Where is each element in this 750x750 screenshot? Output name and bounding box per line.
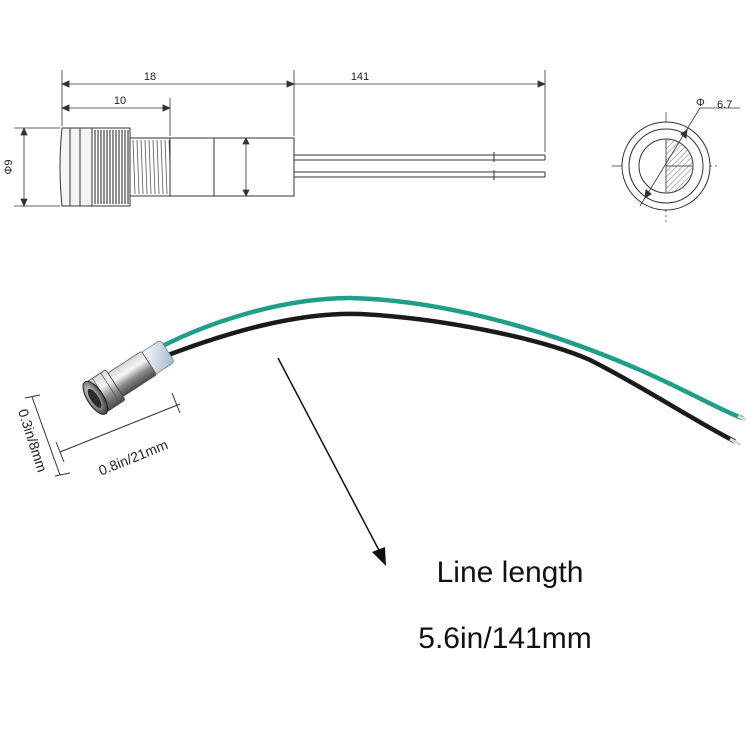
dim-18-label: 18	[144, 71, 156, 83]
dim-141-lines	[294, 70, 547, 152]
thread-line	[140, 139, 144, 195]
thread-line	[152, 139, 156, 195]
rear-sleeve-shape	[169, 137, 295, 197]
front-lens	[87, 388, 102, 408]
photo-dim-lines	[24, 392, 181, 477]
photo-length-label: 0.8in/21mm	[96, 436, 170, 478]
thread-line	[164, 139, 168, 195]
line-length-arrow	[277, 357, 386, 566]
thread-line	[136, 139, 140, 195]
drawing-wires	[294, 152, 546, 180]
thread-line	[148, 139, 152, 195]
led-body	[82, 340, 174, 415]
caption-line-length-value: 5.6in/141mm	[418, 622, 591, 655]
knurled-nut-shape	[91, 127, 131, 207]
dim-141-label: 141	[351, 71, 369, 83]
dim-phi9-lines	[14, 126, 60, 208]
lens-diameter-label: 6.7	[717, 99, 732, 111]
thread-line	[144, 139, 148, 195]
front-cap-shape	[59, 127, 93, 207]
dim-sleeve-height-lines	[240, 137, 252, 197]
dim-10-lines	[60, 98, 172, 136]
black-wire-tip	[729, 437, 742, 447]
thread-line	[156, 139, 160, 195]
dim-18-lines	[60, 70, 296, 136]
dim-phi9-label: Φ9	[3, 160, 15, 175]
green-wire	[137, 295, 745, 421]
thread-line	[132, 139, 136, 195]
threaded-body-shape	[129, 137, 172, 197]
dim-10-label: 10	[114, 95, 126, 107]
side-view-drawing	[14, 70, 547, 208]
lens-diameter-symbol: Φ	[696, 97, 705, 109]
green-wire-tip	[737, 414, 747, 422]
black-wire	[142, 311, 737, 444]
caption-line-length: Line length	[437, 556, 584, 589]
front-view-drawing	[612, 107, 740, 222]
led-photo: 0.3in/8mm 0.8in/21mm	[15, 295, 747, 566]
thread-line	[160, 139, 164, 195]
photo-diameter-label: 0.3in/8mm	[15, 407, 50, 474]
